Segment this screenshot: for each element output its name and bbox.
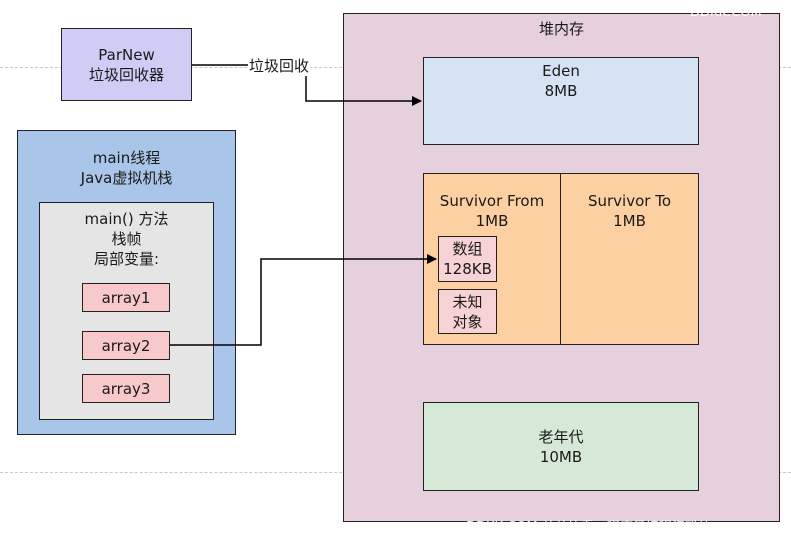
object-unknown-line2: 对象	[452, 312, 483, 331]
old-gen-name: 老年代	[538, 427, 584, 446]
eden-name: Eden	[542, 62, 580, 80]
object-unknown-line1: 未知	[452, 292, 483, 311]
var-array1-label: array1	[101, 288, 151, 307]
var-array3-label: array3	[101, 379, 151, 398]
frame-line1: main() 方法	[84, 210, 169, 228]
var-array2: array2	[82, 331, 170, 360]
object-unknown: 未知 对象	[438, 289, 497, 334]
var-array1: array1	[82, 283, 170, 312]
old-gen-size: 10MB	[539, 447, 583, 466]
object-array-size: 128KB	[443, 260, 492, 278]
heap-title: 堆内存	[538, 20, 584, 38]
survivor-from-name: Survivor From	[439, 192, 545, 210]
survivor-to-size: 1MB	[613, 212, 646, 230]
gc-edge-label: 垃圾回收	[248, 56, 311, 76]
thread-title-line2: Java虚拟机栈	[80, 169, 173, 187]
survivor-from-space: Survivor From 1MB 数组 128KB 未知 对象	[423, 173, 561, 345]
var-array3: array3	[82, 374, 170, 403]
parnew-collector: ParNew 垃圾回收器	[61, 28, 192, 101]
frame-line3: 局部变量:	[93, 250, 160, 268]
frame-line2: 栈帧	[111, 230, 142, 248]
eden-size: 8MB	[544, 82, 578, 100]
old-generation: 老年代 10MB	[423, 402, 699, 491]
watermark-bottom: DDKK.COM 弟弟快看，程序员编程资料站	[466, 520, 711, 535]
array2-reference-arrow	[170, 254, 437, 346]
survivor-from-size: 1MB	[475, 212, 509, 230]
var-array2-label: array2	[101, 336, 151, 355]
survivor-to-name: Survivor To	[587, 192, 672, 210]
survivor-to-space: Survivor To 1MB	[560, 173, 699, 345]
object-array-128kb: 数组 128KB	[438, 236, 497, 282]
thread-title-line1: main线程	[92, 149, 161, 167]
parnew-line1: ParNew	[98, 45, 155, 64]
parnew-line2: 垃圾回收器	[88, 65, 164, 84]
eden-space: Eden 8MB	[423, 57, 699, 145]
object-array-label: 数组	[452, 240, 483, 258]
watermark-top: DDKK.COM	[690, 5, 762, 20]
